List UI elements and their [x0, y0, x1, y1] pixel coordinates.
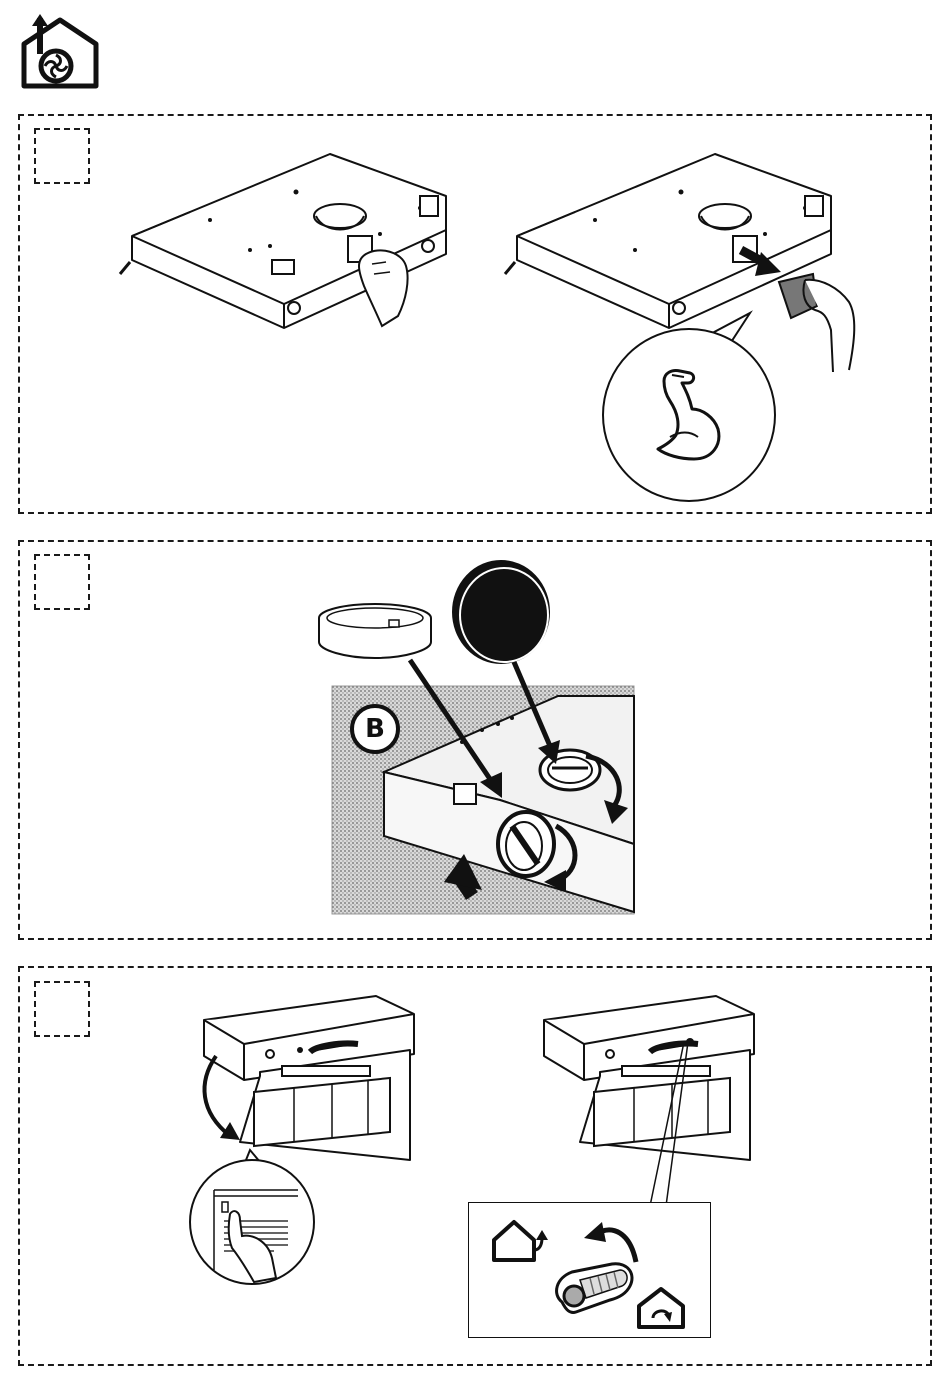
switch-callout-pointer: [640, 1040, 700, 1210]
step-number-box-3: [34, 981, 90, 1037]
flexed-arm-icon: [650, 365, 730, 465]
filter-latch-callout: [188, 1150, 318, 1286]
step-number-box-2: [34, 554, 90, 610]
house-fan-extraction-icon: [20, 14, 100, 90]
mode-slider-switch[interactable]: [550, 1262, 636, 1318]
collar-and-cap-direction-arrows: [390, 650, 570, 800]
house-extraction-icon: [492, 1218, 556, 1264]
hood-open-panel-illustration-left: [190, 992, 420, 1162]
step-number-box-1: [34, 128, 90, 184]
rotate-arrow-icon: [582, 1218, 642, 1266]
hood-duct-cover-illustration-left: [120, 150, 450, 330]
house-recirculation-icon: [636, 1286, 686, 1330]
